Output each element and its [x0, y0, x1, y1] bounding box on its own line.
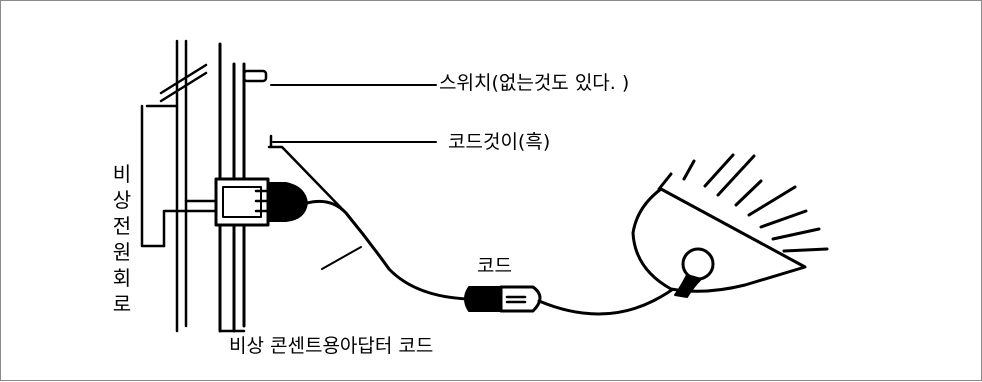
cord-hook-icon: [267, 134, 348, 215]
switch-icon: [242, 69, 268, 83]
cord-hook-label: 코드것이(흑): [448, 131, 551, 153]
adapter-cord-line: [305, 199, 471, 301]
plug-icon: [268, 182, 308, 222]
circuit-wires: [140, 104, 222, 248]
emergency-circuit-label: 비상전원회로: [112, 162, 132, 316]
light-rays-icon: [657, 153, 829, 253]
cord-label: 코드: [477, 255, 512, 277]
adapter-cord-label: 비상 콘센트용아답터 코드: [229, 335, 434, 357]
cord-connector-icon: [464, 285, 542, 313]
outlet-box: [214, 177, 273, 227]
lamp-icon: [631, 187, 807, 298]
switch-label: 스위치(없는것도 있다. ): [439, 72, 630, 94]
label-pointers: [270, 84, 437, 270]
lamp-cord-line: [537, 281, 683, 316]
